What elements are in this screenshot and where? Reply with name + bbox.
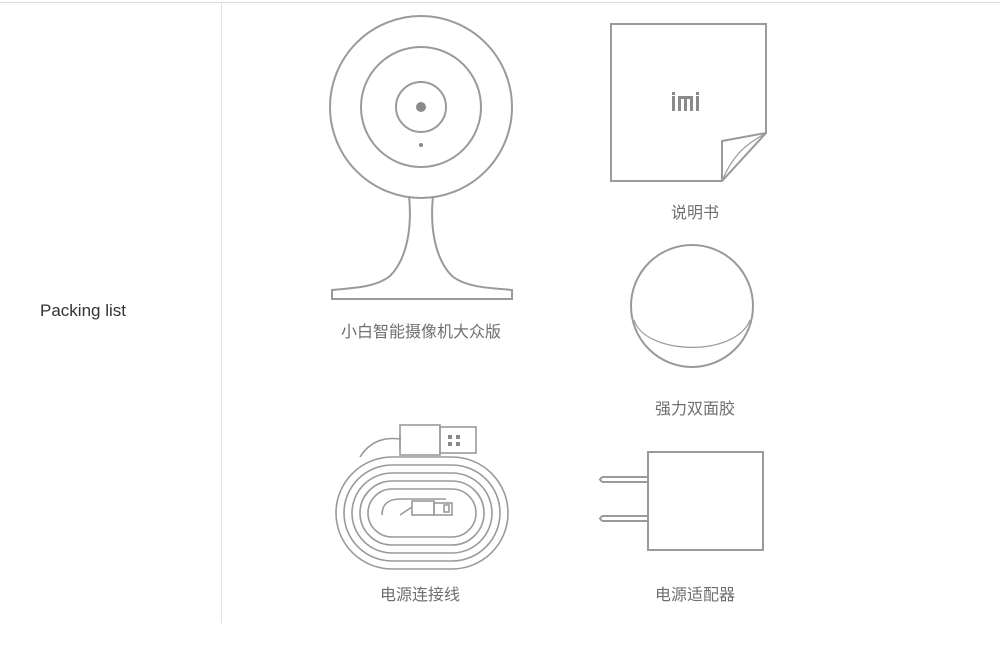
- top-divider: [0, 2, 1000, 3]
- adhesive-pad-icon: [630, 244, 754, 368]
- caption-camera: 小白智能摄像机大众版: [340, 322, 501, 341]
- packing-item-camera: 小白智能摄像机大众版: [320, 10, 530, 350]
- packing-item-adhesive: 强力双面胶: [620, 240, 770, 420]
- packing-item-adapter: 电源适配器: [590, 440, 780, 605]
- caption-adhesive: 强力双面胶: [654, 399, 735, 418]
- usb-cable-icon: [335, 424, 509, 570]
- packing-list-label: Packing list: [40, 301, 126, 320]
- label-column: Packing list: [0, 3, 222, 623]
- caption-cable: 电源连接线: [379, 585, 460, 604]
- caption-adapter: 电源适配器: [654, 585, 735, 604]
- power-adapter-icon: [598, 451, 764, 551]
- camera-icon: [329, 15, 513, 300]
- packing-item-cable: 电源连接线: [330, 415, 520, 605]
- packing-item-manual: 说明书: [600, 18, 780, 228]
- manual-icon: [610, 23, 767, 182]
- caption-manual: 说明书: [670, 203, 719, 222]
